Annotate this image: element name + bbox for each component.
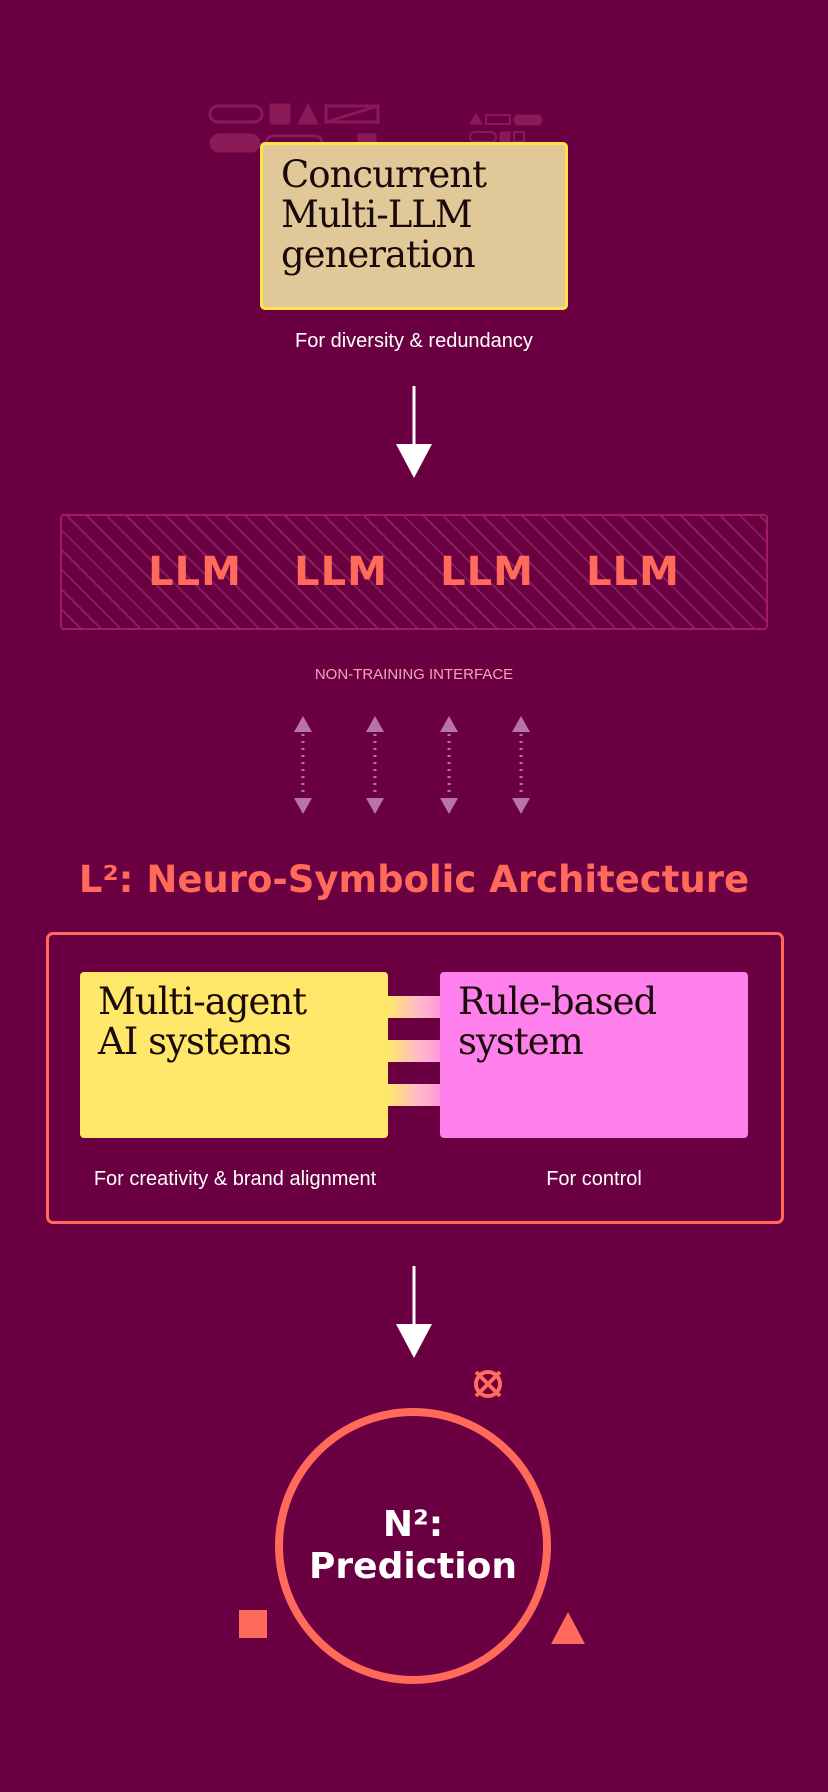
non-training-interface-label: NON-TRAINING INTERFACE: [314, 666, 514, 683]
square-icon: [239, 1610, 267, 1638]
llm-label: LLM: [440, 549, 534, 595]
rule-based-title: Rule-based system: [458, 980, 657, 1063]
architecture-frame: [46, 932, 784, 1224]
llm-label: LLM: [586, 549, 680, 595]
concurrent-generation-title: Concurrent Multi-LLM generation: [281, 153, 487, 276]
llm-band: LLM LLM LLM LLM: [60, 514, 768, 630]
prediction-circle: N²: Prediction: [275, 1408, 551, 1684]
box-connector: [388, 1040, 440, 1062]
box-connector: [388, 996, 440, 1018]
cross-circle-icon: [474, 1370, 502, 1398]
concurrent-generation-box: Concurrent Multi-LLM generation: [260, 142, 568, 310]
generation-subtitle: For diversity & redundancy: [295, 330, 533, 352]
down-arrow-icon: [396, 1266, 432, 1358]
multi-agent-box: Multi-agent AI systems: [80, 972, 388, 1138]
triangle-icon: [551, 1612, 585, 1644]
down-arrow-icon: [396, 386, 432, 478]
multi-agent-subtitle: For creativity & brand alignment: [93, 1168, 377, 1190]
prediction-label-line1: N²:: [382, 1504, 444, 1545]
double-arrow-icon: [294, 716, 530, 814]
rule-based-box: Rule-based system: [440, 972, 748, 1138]
architecture-title: L²: Neuro-Symbolic Architecture: [78, 858, 750, 901]
prediction-label-line2: Prediction: [309, 1546, 517, 1587]
multi-agent-title: Multi-agent AI systems: [98, 980, 307, 1063]
llm-label: LLM: [294, 549, 388, 595]
box-connector: [388, 1084, 440, 1106]
rule-based-subtitle: For control: [546, 1168, 642, 1190]
llm-label: LLM: [148, 549, 242, 595]
decorative-shapes: [208, 102, 543, 153]
